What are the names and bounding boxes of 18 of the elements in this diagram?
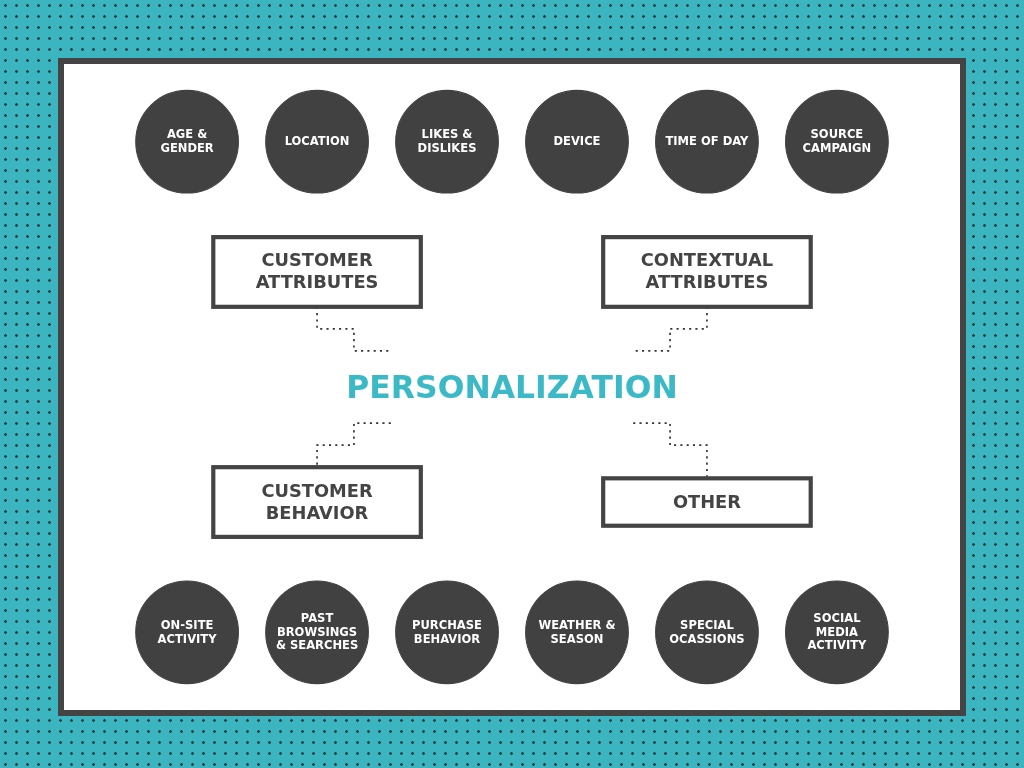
node-circle [785,580,889,685]
node-circle [135,580,239,685]
node-circle [135,89,239,194]
node-circle [395,89,499,194]
node-circle [265,89,369,194]
node-text: PERSONALIZATION [346,368,678,406]
node-box [211,235,423,309]
node-box [601,235,813,309]
node-circle [265,580,369,685]
node-circle [785,89,889,194]
node-box [601,476,813,528]
node-circle [525,89,629,194]
node-circle [655,580,759,685]
node-circle [395,580,499,685]
node-circle [655,89,759,194]
card-background: AGE & GENDER LOCATION LIKES & DISLIKES DEVICE TIME OF DAY SOURCE CAMPAIGN CUSTOMER ATTRIBUTES CONTEXTUAL ATTRIBUTES PERSONALIZATION CUSTOMER BEHAVIOR OTHER ON-SITE ACTIVITY PAST BROWSINGS & SEARCHES PURCHASE BEHAVIOR WEATHER & SEASON SPECIAL OCASSIONS SOCIAL MEDIA ACTIVITY [58,58,966,716]
node-circle [525,580,629,685]
node-box [211,465,423,539]
